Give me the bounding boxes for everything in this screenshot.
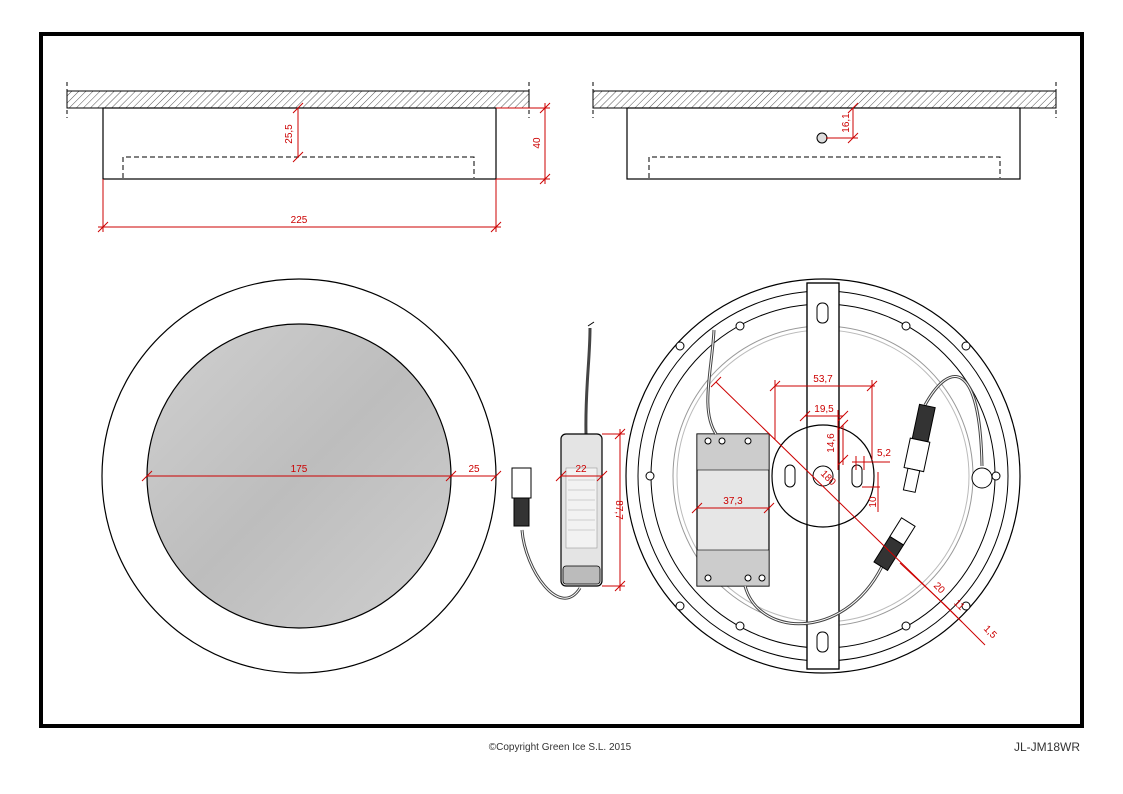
drawing-frame	[39, 32, 1084, 728]
dim-53-7: 53,7	[813, 374, 833, 385]
front-view	[101, 278, 502, 674]
dim-37-3: 37,3	[723, 496, 743, 507]
dim-5-2: 5,2	[877, 448, 891, 459]
fixture-body-left	[102, 107, 497, 180]
dim-1-5: 1,5	[981, 623, 999, 641]
dim-40: 40	[532, 137, 543, 149]
fixture-body-right	[626, 107, 1021, 180]
copyright-text: ©Copyright Green Ice S.L. 2015	[488, 742, 632, 753]
dim-25: 25	[468, 464, 480, 475]
dim-16-1: 16,1	[841, 113, 852, 133]
screw-side	[816, 132, 828, 144]
ceiling-hatch-right	[592, 90, 1057, 109]
dim-22: 22	[575, 464, 587, 475]
led-driver	[511, 321, 626, 600]
connector-right	[902, 403, 936, 493]
rear-view	[625, 278, 1021, 674]
ceiling-hatch-left	[66, 90, 530, 109]
output-connector	[511, 467, 532, 499]
dim-175: 175	[291, 464, 308, 475]
dim-25-5: 25,5	[284, 124, 295, 144]
dim-10: 10	[868, 496, 879, 508]
connector-lower	[873, 517, 916, 572]
dim-14-6: 14,6	[826, 433, 837, 453]
side-view-left	[66, 82, 551, 233]
dim-19-5: 19,5	[814, 404, 834, 415]
model-number: JL-JM18WR	[1013, 740, 1080, 754]
side-view-right	[592, 82, 1057, 180]
dim-225: 225	[291, 215, 308, 226]
dim-87-7: 87,7	[613, 500, 624, 520]
